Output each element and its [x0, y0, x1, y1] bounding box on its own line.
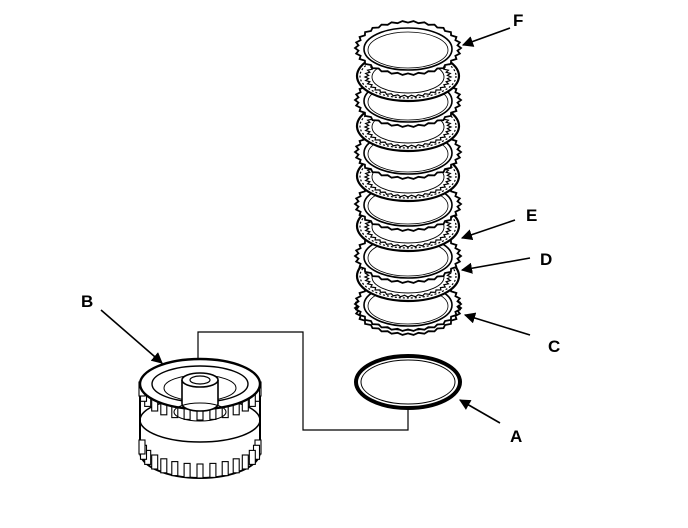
leader-arrow-b: [100, 309, 163, 364]
ring-to-drum-connector: [197, 331, 409, 431]
drum-spline-tooth: [151, 454, 159, 470]
drum-spline-tooth: [232, 458, 240, 474]
leader-arrows: [100, 27, 531, 424]
leader-arrow-e: [460, 219, 516, 241]
leader-arrow-a: [459, 399, 501, 424]
leader-arrow-d: [460, 257, 531, 274]
callout-f: F: [513, 11, 523, 30]
drum-spline-tooth: [241, 454, 249, 470]
drum-spline-tooth: [221, 461, 229, 477]
drum-spline-tooth: [160, 458, 168, 474]
leader-arrow-f: [461, 27, 511, 47]
drum-spline-tooth: [171, 461, 179, 477]
leader-arrow-c: [463, 312, 531, 336]
clutch-drum: [138, 357, 262, 479]
drum-spline-tooth: [138, 439, 146, 455]
drum-spline-tooth: [196, 463, 204, 479]
callout-a: A: [510, 427, 522, 446]
drum-spline-tooth: [248, 449, 256, 465]
drum-spline-tooth: [183, 462, 191, 478]
callout-c: C: [548, 337, 560, 356]
callout-b: B: [81, 292, 93, 311]
o-ring: [354, 354, 462, 410]
clutch-plate-stack: [353, 20, 463, 336]
drum-spline-tooth: [209, 462, 217, 478]
callout-e: E: [526, 206, 537, 225]
callout-d: D: [540, 250, 552, 269]
steel-plate: [353, 20, 463, 76]
drum-lower-splines: [138, 439, 262, 479]
